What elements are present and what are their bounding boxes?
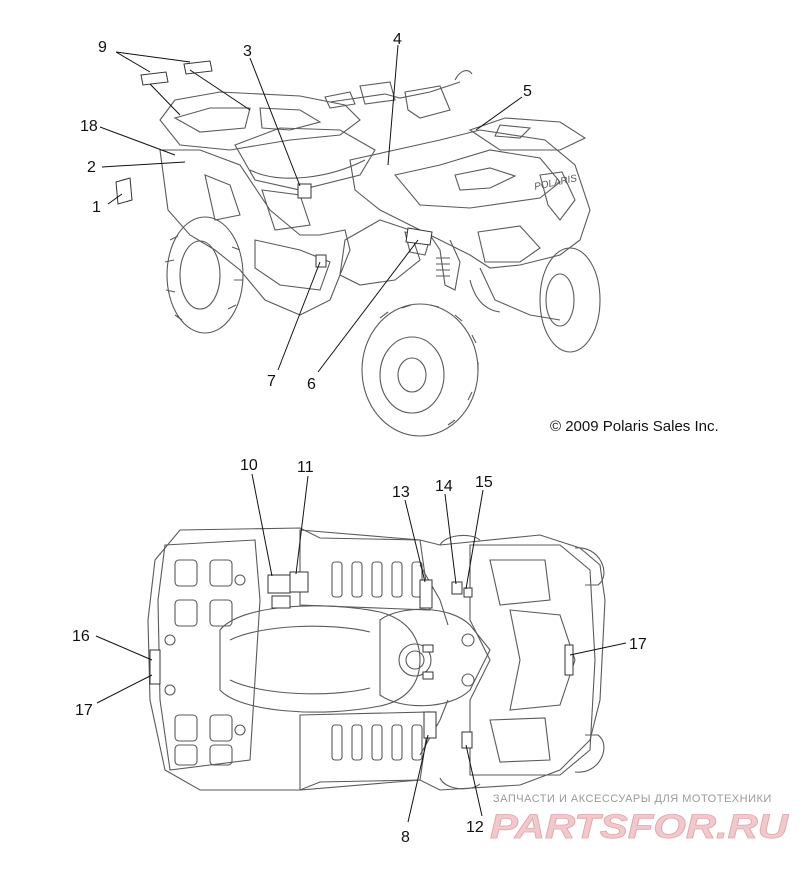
decal-16 (149, 649, 161, 685)
decal-12 (461, 731, 473, 749)
decal-9a (140, 71, 169, 86)
callout-2: 2 (87, 159, 96, 176)
callout-4: 4 (393, 31, 402, 48)
atv-overhead-view (147, 527, 606, 791)
callout-7: 7 (267, 373, 276, 390)
decal-1 (115, 177, 133, 205)
watermark: ЗАПЧАСТИ И АКСЕССУАРЫ ДЛЯ МОТОТЕХНИКИ PA… (490, 793, 791, 846)
decals-perspective (115, 60, 433, 268)
callout-17-right: 17 (629, 636, 647, 653)
watermark-tagline: ЗАПЧАСТИ И АКСЕССУАРЫ ДЛЯ МОТОТЕХНИКИ (493, 793, 772, 805)
decal-11 (289, 571, 309, 593)
decal-17-front (564, 644, 574, 676)
leader-lines-top (99, 44, 523, 373)
callouts-top: 9 3 4 5 18 2 1 7 6 (80, 31, 532, 393)
decal-10b (271, 595, 291, 609)
decals-overhead (149, 571, 574, 749)
atv-perspective-view: POLARIS (159, 70, 601, 437)
decal-6 (405, 227, 433, 246)
leader-lines-bottom (95, 473, 627, 823)
callout-6: 6 (307, 376, 316, 393)
callout-1: 1 (92, 199, 101, 216)
callout-9: 9 (98, 39, 107, 56)
callout-14: 14 (435, 478, 453, 495)
callout-17-left: 17 (75, 702, 93, 719)
decal-7 (315, 254, 327, 268)
callout-10: 10 (240, 457, 258, 474)
callout-16: 16 (72, 628, 90, 645)
callout-15: 15 (475, 474, 493, 491)
callout-13: 13 (392, 484, 410, 501)
watermark-logo: PARTSFOR.RU (490, 808, 790, 846)
callouts-bottom: 10 11 13 14 15 16 17 17 8 12 (72, 457, 647, 846)
decal-9b (183, 60, 213, 75)
callout-18: 18 (80, 118, 98, 135)
callout-8: 8 (401, 829, 410, 846)
decal-misc-b (422, 671, 434, 680)
decal-13 (419, 579, 433, 609)
callout-11: 11 (297, 459, 314, 476)
decal-10 (267, 574, 291, 594)
decal-8 (423, 711, 437, 739)
decal-15 (463, 587, 473, 598)
callout-3: 3 (243, 43, 252, 60)
callout-12: 12 (466, 819, 484, 836)
decal-3 (297, 183, 312, 199)
decal-14 (451, 581, 463, 595)
callout-5: 5 (523, 83, 532, 100)
copyright-text: © 2009 Polaris Sales Inc. (550, 418, 719, 435)
decal-misc-a (422, 644, 434, 653)
